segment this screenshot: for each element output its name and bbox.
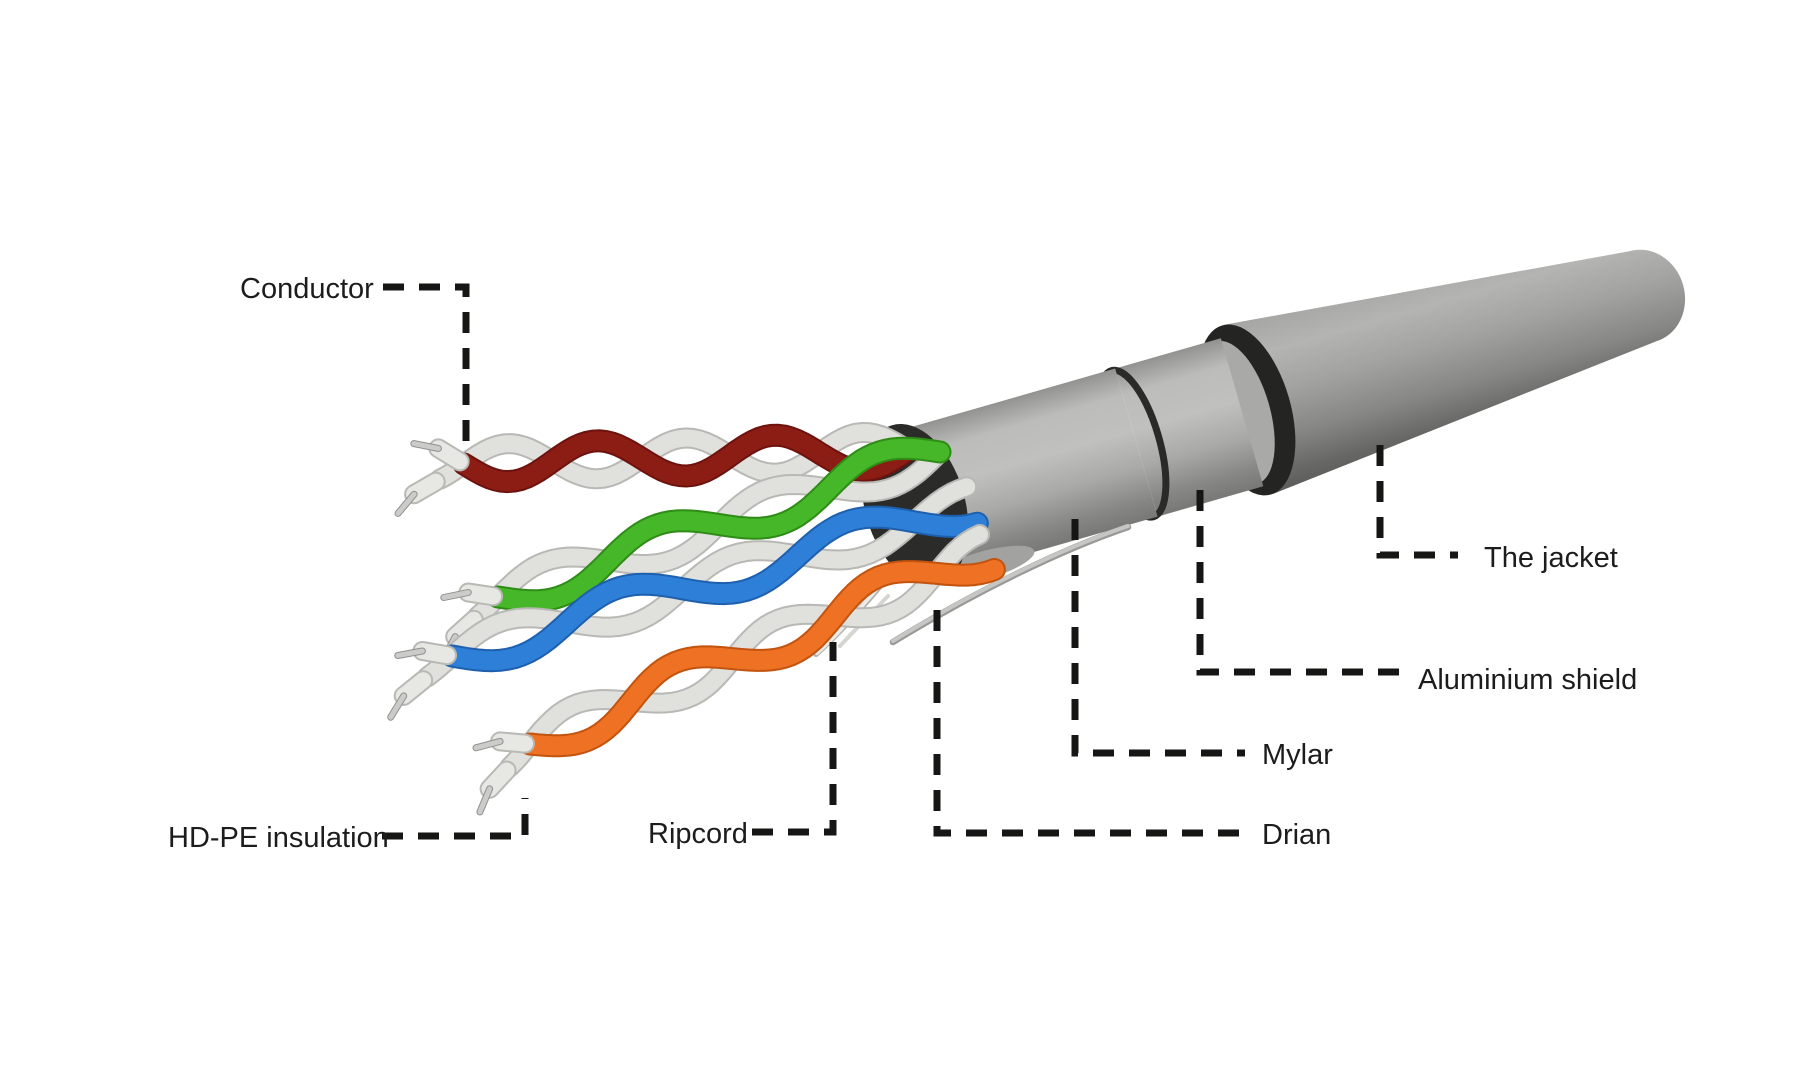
pair-green-colored-wire [488,438,950,611]
leader-aluminium [1196,490,1405,676]
leader-conductor [383,283,470,452]
label-hdpe-insulation: HD-PE insulation [168,822,389,854]
pair-orange-colored-wire [520,560,1004,756]
twisted-pairs [387,422,1006,816]
pair-orange-white-wire [501,526,989,776]
pair-orange-white-conductor-pin [477,786,493,815]
pair-maroon-white-conductor-pin [395,491,417,516]
drain-wire [891,524,1130,643]
leader-jacket [1376,445,1458,559]
leader-drian [933,610,1240,837]
label-conductor: Conductor [240,273,374,305]
leader-lines [382,283,1458,840]
pair-blue-white-insulation-nub [395,672,432,704]
pair-blue-colored-insulation-nub [414,643,456,664]
pair-blue-colored-wire [442,507,987,671]
pair-maroon-colored-wire [454,425,918,492]
pair-orange-colored-insulation-nub [492,733,533,752]
pair-maroon-colored-insulation-nub [430,440,468,470]
pair-blue-white-conductor-pin [388,693,407,720]
pair-orange-white-insulation-nub [481,762,515,797]
label-ripcord: Ripcord [648,818,748,850]
label-mylar: Mylar [1262,739,1333,771]
pair-blue-white-wire [418,478,976,686]
pair-maroon-white-insulation-nub [406,473,444,503]
label-aluminium-shield: Aluminium shield [1418,664,1637,696]
pair-green-white-insulation-nub [447,611,482,645]
pair-green-colored-conductor-pin [441,590,471,600]
pair-green-colored-insulation-nub [460,584,502,605]
leader-ripcord [752,642,837,836]
leader-hdpe [382,798,529,840]
pair-maroon-colored-conductor-pin [411,441,441,451]
labels: Conductor HD-PE insulation Ripcord Drian… [168,273,1637,854]
aluminium-shield-section [1115,338,1264,517]
label-drian: Drian [1262,819,1331,851]
cable-jacket [1224,249,1686,494]
pair-blue-colored-conductor-pin [395,648,425,658]
leader-mylar [1071,519,1245,757]
pair-orange-colored-conductor-pin [473,738,503,751]
label-the-jacket: The jacket [1484,542,1618,574]
pair-maroon-white-wire [431,424,917,488]
